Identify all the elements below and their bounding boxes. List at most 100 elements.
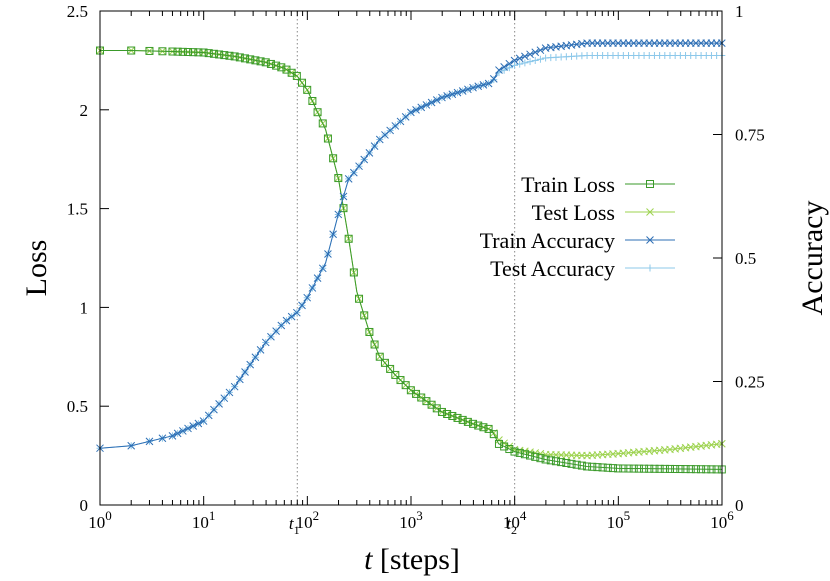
series-marker — [308, 284, 317, 292]
series-marker — [412, 106, 420, 114]
series-marker — [536, 454, 545, 463]
series-marker — [516, 60, 524, 68]
series-marker — [308, 96, 317, 105]
series-marker — [318, 264, 327, 273]
series-marker — [266, 59, 275, 68]
series-marker — [256, 57, 265, 66]
series-marker — [365, 327, 374, 336]
series-marker — [572, 460, 581, 469]
series-marker — [194, 419, 203, 428]
series-marker — [691, 465, 700, 474]
series-marker — [520, 450, 529, 459]
series-marker — [567, 459, 576, 468]
x-tick-label: 104 — [503, 508, 527, 532]
series-marker — [235, 53, 244, 62]
series-marker — [629, 464, 638, 473]
series-marker — [521, 52, 529, 61]
series-marker — [686, 465, 695, 474]
series-marker — [380, 358, 389, 367]
series-marker — [453, 413, 462, 422]
series-marker — [422, 101, 431, 109]
series-marker — [178, 427, 187, 435]
series-marker — [158, 47, 167, 56]
series-test-loss — [96, 46, 726, 460]
series-marker — [355, 162, 363, 171]
y-left-tick-label: 1.5 — [67, 200, 88, 219]
series-marker — [505, 64, 513, 72]
y-left-tick-label: 0 — [80, 496, 89, 515]
series-marker — [583, 462, 592, 471]
y-left-tick-label: 2 — [80, 101, 89, 120]
series-marker — [588, 462, 597, 471]
series-marker — [261, 58, 270, 67]
series-marker — [184, 48, 193, 57]
series-marker — [256, 345, 265, 354]
series-marker — [251, 56, 260, 65]
series-marker — [448, 411, 457, 420]
series-marker — [209, 49, 218, 58]
series-marker — [158, 434, 167, 443]
legend-label: Test Accuracy — [490, 256, 615, 281]
series-marker — [313, 108, 322, 117]
series-marker — [303, 85, 312, 94]
series-marker — [432, 96, 441, 104]
series-marker — [521, 59, 529, 67]
series-marker — [204, 49, 213, 58]
series-marker — [145, 437, 154, 446]
series-marker — [624, 464, 633, 473]
series-marker — [277, 63, 286, 72]
series-marker — [329, 154, 338, 163]
series-marker — [634, 464, 643, 473]
series-marker — [577, 461, 586, 470]
series-marker — [619, 464, 628, 473]
plot-frame — [99, 10, 723, 506]
series-marker — [541, 455, 550, 464]
series-marker — [168, 47, 177, 56]
series-marker — [386, 364, 395, 373]
y-right-tick-label: 0.25 — [735, 373, 765, 392]
series-marker — [515, 448, 524, 457]
series-marker — [531, 56, 539, 64]
series-marker — [464, 85, 472, 94]
series-marker — [230, 52, 239, 61]
x-tick-label: 102 — [296, 508, 320, 532]
series-marker — [640, 464, 649, 473]
series-marker — [370, 340, 379, 349]
series-marker — [479, 81, 488, 89]
series-marker — [646, 236, 654, 244]
series-marker — [646, 208, 654, 216]
series-marker — [526, 451, 535, 460]
series-marker — [453, 88, 462, 97]
series-marker — [707, 465, 716, 474]
series-marker — [484, 424, 493, 433]
x-axis-title: t [steps] — [364, 543, 460, 576]
x-tick-label: 105 — [607, 508, 631, 532]
series-marker — [272, 61, 281, 70]
series-marker — [443, 410, 452, 419]
series-marker — [489, 75, 498, 83]
series-marker — [494, 439, 503, 448]
series-marker — [438, 93, 446, 102]
series-marker — [396, 376, 405, 385]
series-marker — [646, 180, 654, 188]
series-marker — [645, 464, 654, 473]
series-marker — [531, 48, 540, 57]
y-right-tick-label: 0.5 — [735, 249, 756, 268]
series-marker — [500, 442, 509, 451]
series-marker — [511, 61, 519, 69]
x-tick-label: 101 — [192, 508, 216, 532]
series-marker — [614, 464, 623, 473]
series-marker — [292, 308, 301, 317]
series-marker — [235, 375, 244, 384]
series-marker — [287, 312, 296, 321]
series-marker — [391, 370, 400, 379]
series-marker — [526, 58, 534, 66]
series-marker — [505, 442, 514, 451]
series-marker — [127, 46, 136, 55]
y-right-tick-label: 1 — [735, 2, 744, 21]
series-marker — [697, 465, 706, 474]
series-marker — [173, 47, 182, 56]
series-marker — [339, 192, 348, 201]
series-marker — [344, 175, 353, 183]
series-marker — [178, 47, 187, 56]
